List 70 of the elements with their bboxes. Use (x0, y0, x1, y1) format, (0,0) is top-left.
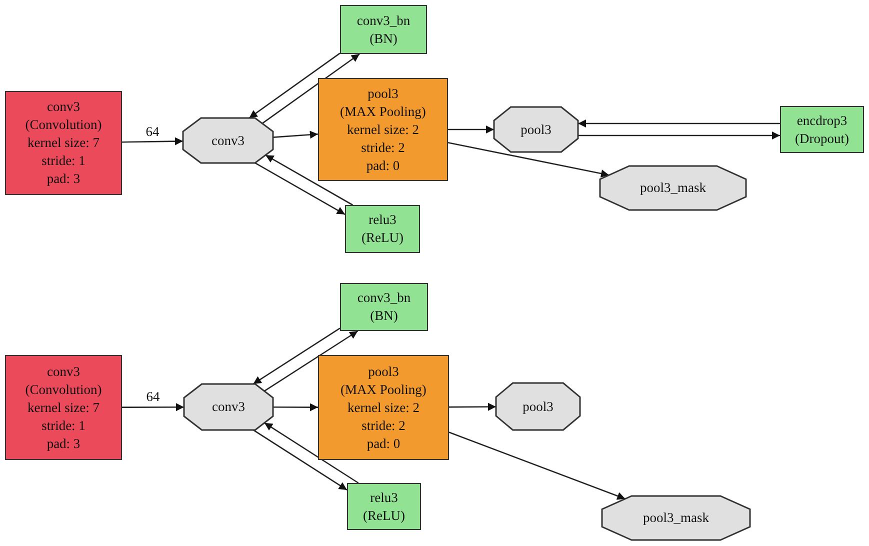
node-label: pool3 (368, 84, 398, 102)
octagon-node (602, 496, 750, 540)
node-label: pad: 0 (366, 156, 400, 174)
layer-box (345, 205, 420, 253)
node-label: (MAX Pooling) (340, 102, 426, 120)
node-label: (BN) (370, 307, 398, 325)
layer-box (347, 483, 421, 530)
node-label: (Dropout) (795, 130, 849, 148)
node-label: relu3 (368, 211, 396, 229)
arrow (273, 403, 318, 412)
node-label: conv3 (212, 132, 244, 150)
node-label: stride: 1 (42, 152, 86, 170)
arrow (262, 53, 360, 124)
node-label: stride: 2 (361, 138, 405, 156)
octagon-node (600, 166, 746, 210)
node-label: (ReLU) (362, 229, 404, 247)
arrow (448, 142, 610, 178)
node-label: kernel size: 2 (348, 398, 420, 416)
node-label: (Convolution) (25, 116, 102, 134)
node-label: pool3_mask (640, 179, 706, 197)
layer-box (5, 355, 122, 460)
arrow (448, 432, 626, 500)
edge-label: 64 (144, 389, 162, 404)
arrow (272, 130, 318, 139)
node-label: stride: 1 (42, 416, 86, 434)
node-label: pad: 0 (366, 434, 400, 452)
octagon-node (184, 384, 273, 430)
node-label: (Convolution) (25, 380, 102, 398)
node-label: stride: 2 (362, 416, 406, 434)
node-label: (ReLU) (363, 506, 405, 524)
arrow (265, 154, 353, 206)
node-label: pool3 (522, 398, 554, 416)
arrow (264, 422, 359, 484)
node-label: (BN) (370, 30, 398, 48)
node-label: kernel size: 7 (28, 398, 100, 416)
arrow (449, 402, 496, 411)
node-label: kernel size: 2 (347, 120, 419, 138)
octagon-node (183, 118, 273, 163)
arrow (448, 126, 494, 134)
node-label: pool3_mask (643, 509, 709, 527)
arrow (252, 429, 348, 490)
arrow (122, 403, 184, 412)
node-label: conv3 (212, 398, 245, 416)
layer-box (318, 355, 449, 460)
node-label: encdrop3 (796, 112, 848, 130)
arrow (264, 330, 358, 392)
node-label: (MAX Pooling) (340, 380, 426, 398)
node-label: pad: 3 (46, 434, 80, 452)
arrow (578, 132, 780, 140)
node-label: relu3 (370, 488, 398, 506)
arrow (248, 52, 340, 119)
node-label: conv3_bn (356, 12, 410, 30)
arrow (254, 162, 346, 215)
arrow (578, 120, 780, 128)
node-label: conv3_bn (357, 289, 411, 307)
arrow (252, 328, 340, 385)
node-label: pool3 (520, 120, 552, 138)
node-label: pad: 3 (46, 170, 80, 188)
node-label: conv3 (47, 98, 80, 116)
octagon-node (494, 107, 578, 152)
node-label: pool3 (368, 362, 399, 380)
octagon-node (496, 383, 580, 430)
layer-box (340, 5, 427, 54)
layer-box (5, 91, 122, 195)
node-label: kernel size: 7 (28, 134, 100, 152)
node-label: conv3 (47, 362, 80, 380)
layer-box (340, 283, 428, 331)
arrow (122, 137, 183, 146)
layer-box (318, 78, 448, 181)
layer-box (780, 106, 864, 153)
